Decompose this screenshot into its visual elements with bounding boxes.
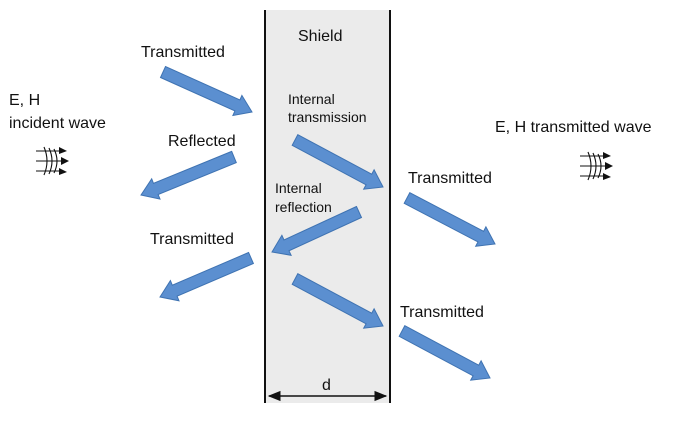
transmitted-top-label: Transmitted <box>141 44 225 61</box>
left-transmitted-arrow <box>159 251 255 302</box>
internal-transmission-label-line1: Internal <box>288 91 335 107</box>
incident-wave-label-line2: incident wave <box>9 115 106 132</box>
shield-label: Shield <box>298 28 342 45</box>
reflected-arrow <box>140 150 237 200</box>
right-transmitted-arrow-1 <box>403 192 496 247</box>
internal-transmission-label-line2: transmission <box>288 109 367 125</box>
transmitted-right-label-2: Transmitted <box>400 304 484 321</box>
internal-reflection-label-line2: reflection <box>275 199 332 215</box>
reflected-label: Reflected <box>168 133 236 150</box>
incident-transmitted-arrow <box>159 65 253 117</box>
incident-wave-label-line1: E, H <box>9 92 40 109</box>
thickness-label: d <box>322 377 331 394</box>
shield-slab <box>265 10 390 403</box>
transmitted-wavefront-icon <box>580 151 613 181</box>
internal-transmission-arrow <box>291 134 384 190</box>
internal-reflection-arrow <box>271 205 363 256</box>
transmitted-wave-label: E, H transmitted wave <box>495 119 652 136</box>
internal-reflection-label-line1: Internal <box>275 180 322 196</box>
transmitted-left-label: Transmitted <box>150 231 234 248</box>
internal-second-transmission-arrow <box>291 273 384 329</box>
incident-wavefront-icon <box>36 146 69 176</box>
right-transmitted-arrow-2 <box>398 325 491 381</box>
transmitted-right-label-1: Transmitted <box>408 170 492 187</box>
